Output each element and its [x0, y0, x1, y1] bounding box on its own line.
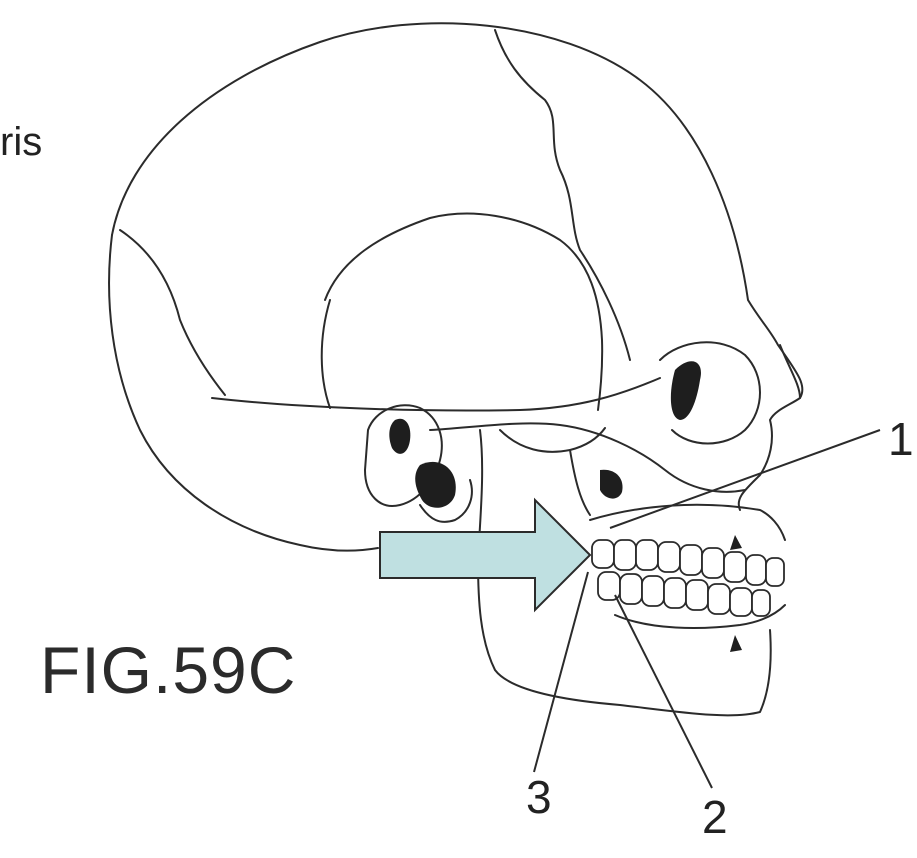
orbit-shadow	[671, 361, 701, 420]
lower-tooth	[752, 590, 770, 616]
upper-tooth	[636, 540, 658, 570]
mental-foramen-shadow	[730, 635, 742, 652]
squamosal-suture	[325, 214, 602, 410]
lower-tooth	[620, 574, 642, 604]
arrow-icon	[380, 500, 590, 610]
coronoid-process	[570, 450, 590, 515]
zygomatic-arch	[430, 423, 745, 491]
infratemporal-shadow	[415, 462, 456, 508]
upper-tooth	[680, 545, 702, 575]
upper-tooth	[592, 540, 614, 568]
upper-tooth	[724, 552, 746, 582]
callout-label-2: 2	[702, 790, 728, 844]
upper-tooth	[766, 558, 784, 586]
coronal-suture	[495, 30, 630, 360]
cheek-shadow	[600, 470, 623, 499]
upper-tooth	[746, 555, 766, 585]
upper-tooth	[702, 548, 724, 578]
cranial-base	[212, 378, 660, 411]
lambdoid-suture	[120, 230, 225, 395]
lower-tooth	[686, 580, 708, 610]
lower-tooth	[664, 578, 686, 608]
ear-canal-shadow	[389, 419, 410, 454]
leader-line-1	[610, 430, 880, 528]
cranium-outline	[112, 23, 802, 510]
nasal-outline	[780, 345, 800, 398]
callout-label-1: 1	[888, 412, 914, 466]
occipital-outline	[109, 235, 378, 551]
nasal-notch-shadow	[730, 535, 742, 550]
leader-line-2	[615, 595, 712, 788]
callout-label-3: 3	[526, 770, 552, 824]
sagittal-suture-segment	[322, 300, 330, 408]
upper-tooth	[658, 542, 680, 572]
lower-tooth	[598, 572, 620, 600]
upper-tooth	[614, 540, 636, 570]
lower-tooth	[730, 588, 752, 616]
partial-cropped-label: ris	[0, 120, 42, 165]
lower-tooth	[708, 584, 730, 614]
figure-caption: FIG.59C	[40, 632, 296, 708]
maxilla-outline	[590, 505, 785, 540]
lower-tooth	[642, 576, 664, 606]
